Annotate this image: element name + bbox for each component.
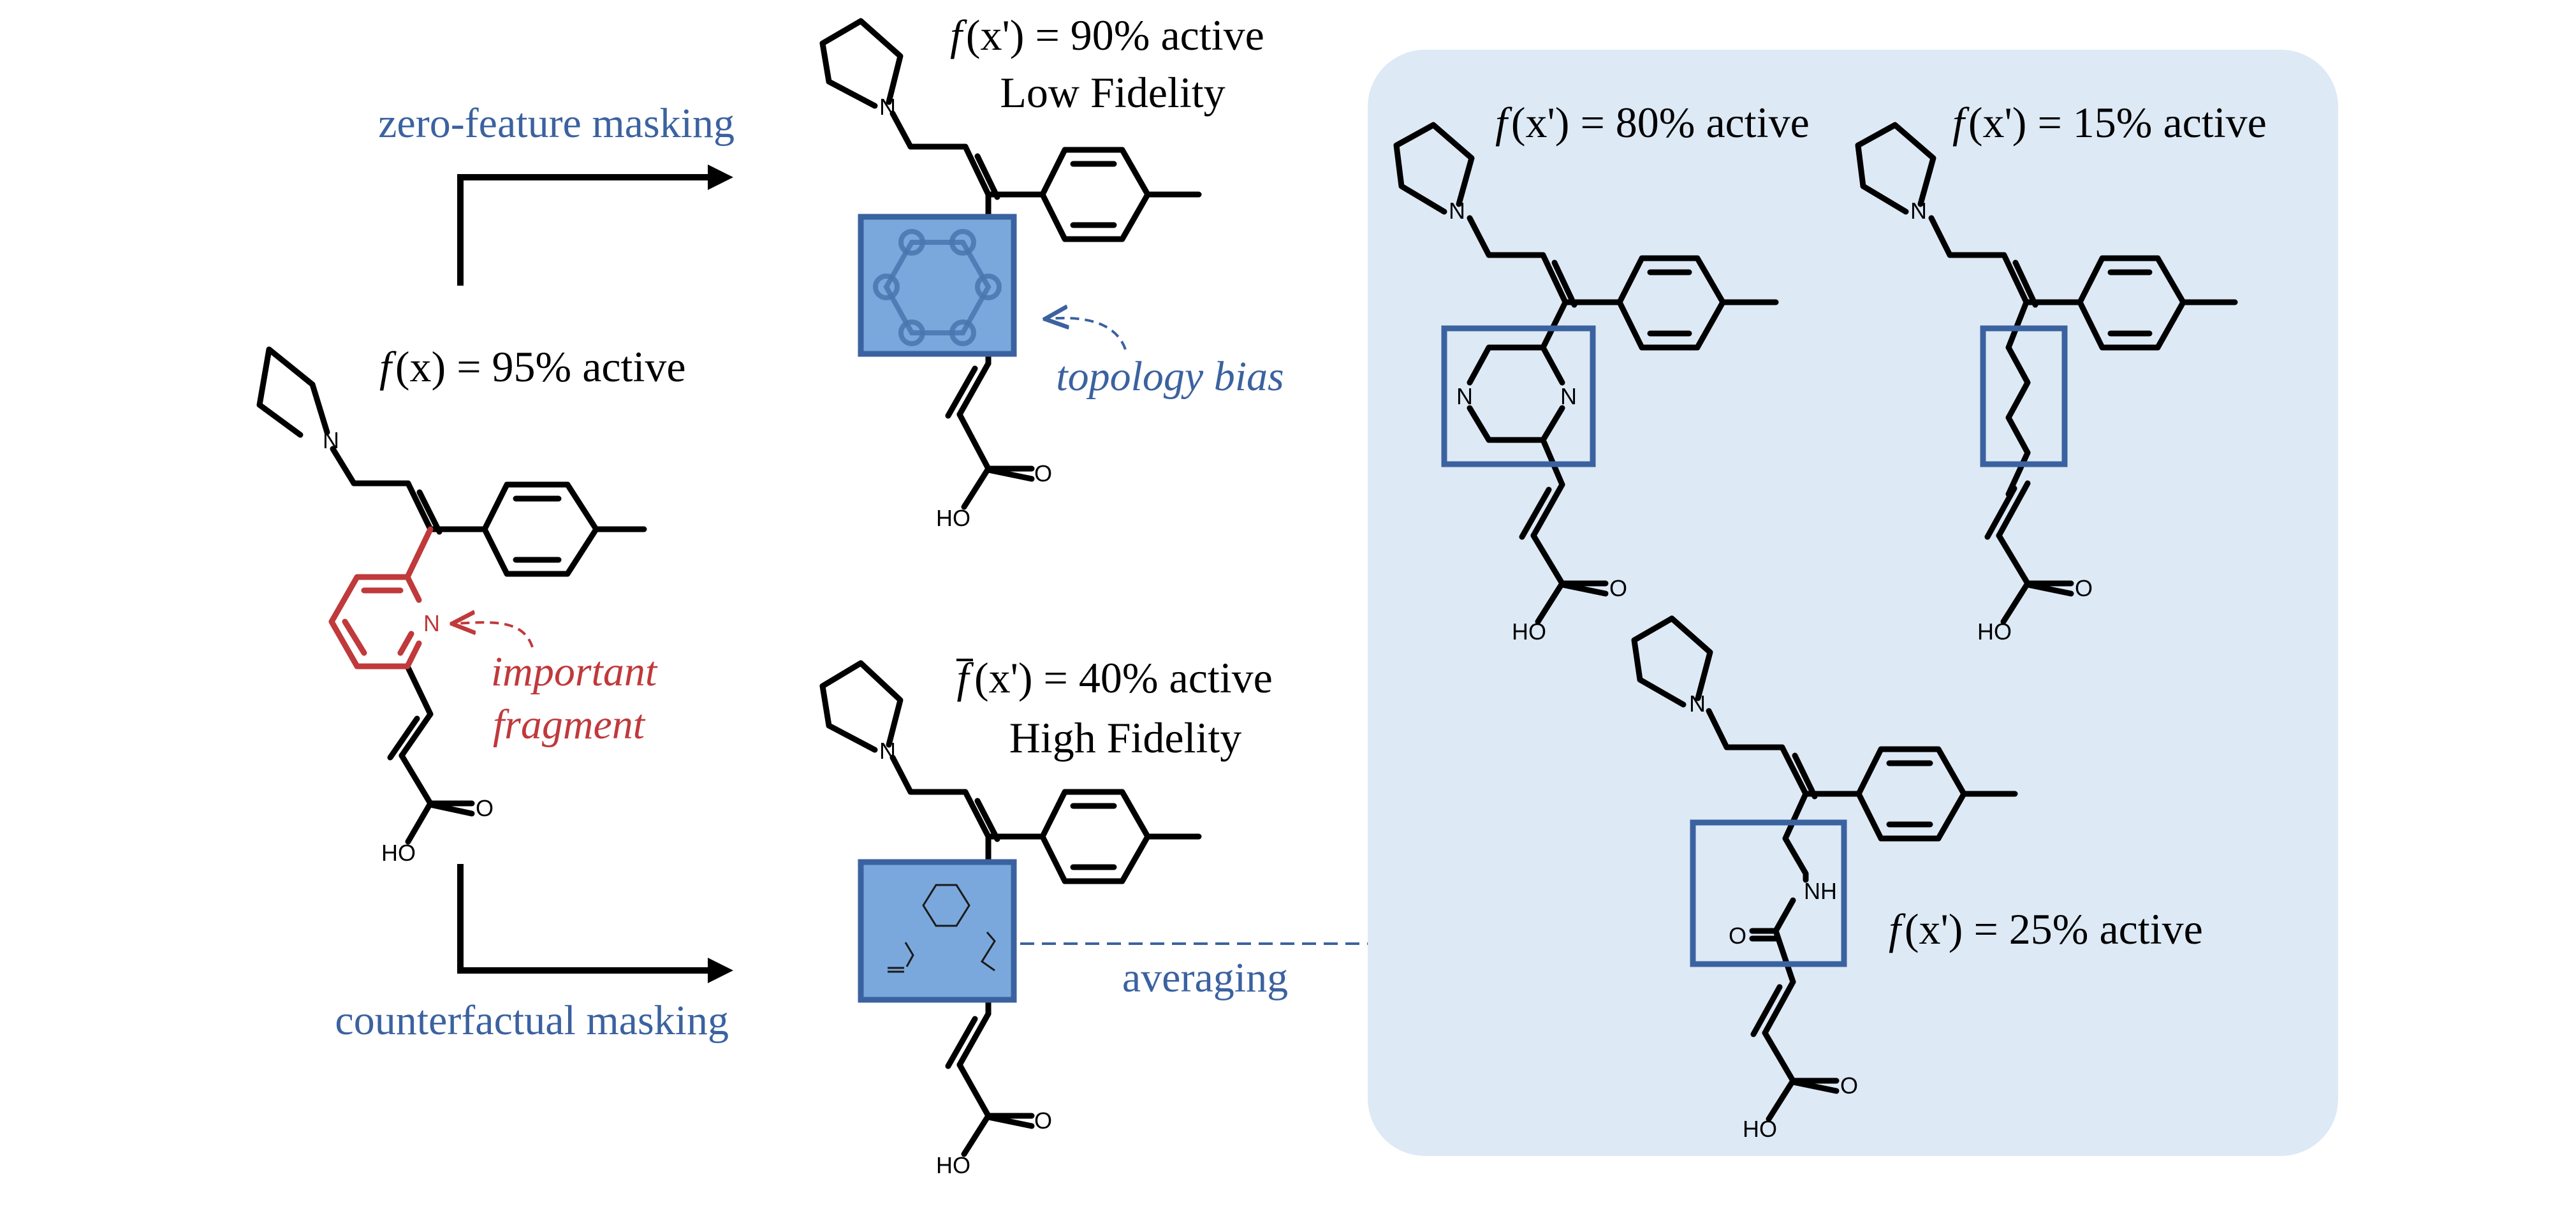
zero-feature-masking-label: zero-feature masking xyxy=(378,100,735,147)
averaging-label: averaging xyxy=(1122,955,1288,1001)
atom-ho: HO xyxy=(936,505,970,531)
atom-n: N xyxy=(323,427,339,453)
atom-ho: HO xyxy=(1743,1116,1777,1142)
atom-nh: NH xyxy=(1804,878,1837,904)
fragment-pointer-arrow xyxy=(454,622,534,648)
topology-bias-label: topology bias xyxy=(1056,353,1284,400)
atom-o: O xyxy=(1034,460,1052,486)
score-arg: (x') = 90% active xyxy=(966,11,1264,59)
atom-ho: HO xyxy=(936,1152,970,1178)
atom-n: N xyxy=(1560,383,1577,409)
zero-feature-topology xyxy=(873,229,1002,346)
atom-ho: HO xyxy=(1512,618,1546,645)
atom-n: N xyxy=(879,738,896,764)
sample-molecule-3: N NH O O HO xyxy=(1631,615,2018,1142)
sample-molecule-2: N O HO xyxy=(1855,122,2238,645)
zero-feature-arrow xyxy=(457,165,733,286)
score-prefix: f xyxy=(379,342,397,391)
atom-n: N xyxy=(1689,691,1706,717)
original-score: f(x) = 95% active xyxy=(379,342,686,391)
atom-n: N xyxy=(1456,383,1473,409)
counterfactual-fragments xyxy=(888,884,996,973)
atom-o: O xyxy=(2075,575,2093,601)
atom-o: O xyxy=(1609,575,1627,601)
fragment-label: fragment xyxy=(493,701,646,748)
sample-2-score: f(x') = 15% active xyxy=(1952,98,2267,147)
atom-n-red: N xyxy=(423,610,440,636)
score-prefix: f xyxy=(950,11,967,59)
counterfactual-masking-label: counterfactual masking xyxy=(335,997,729,1044)
high-fidelity-label: High Fidelity xyxy=(1009,713,1242,762)
counterfactual-node-box xyxy=(858,859,1017,1003)
sample-1-score: f(x') = 80% active xyxy=(1495,98,1810,147)
zero-feature-molecule: N O HO xyxy=(819,18,1202,531)
atom-o: O xyxy=(1840,1072,1858,1099)
counterfactual-arrow xyxy=(457,864,733,983)
zero-feature-score: f(x') = 90% active xyxy=(950,11,1264,59)
counterfactual-molecule: N O HO xyxy=(819,660,1202,1178)
atom-o: O xyxy=(476,795,494,821)
score-arg: (x') = 15% active xyxy=(1968,98,2267,147)
atom-n: N xyxy=(1910,198,1927,224)
counterfactual-score: f (x') = 40% active xyxy=(956,654,1273,702)
score-arg: (x) = 95% active xyxy=(395,342,686,391)
atom-n: N xyxy=(879,94,896,120)
atom-n: N xyxy=(1449,198,1465,224)
topology-bias-arrow xyxy=(1047,318,1127,350)
score-arg: (x') = 25% active xyxy=(1905,905,2203,953)
sample-1-highlight xyxy=(1441,325,1596,467)
atom-o: O xyxy=(1729,923,1746,949)
score-arg: (x') = 80% active xyxy=(1511,98,1810,147)
important-label: important xyxy=(491,648,658,695)
samples-panel xyxy=(1368,50,2338,1156)
low-fidelity-label: Low Fidelity xyxy=(1000,68,1225,117)
sample-3-score: f(x') = 25% active xyxy=(1889,905,2203,953)
original-molecule: N N O HO xyxy=(256,346,647,866)
atom-ho: HO xyxy=(1977,618,2012,645)
atom-o: O xyxy=(1034,1108,1052,1134)
atom-ho: HO xyxy=(381,840,416,866)
sample-molecule-1: N N N O HO xyxy=(1393,122,1779,645)
score-arg: (x') = 40% active xyxy=(974,654,1273,702)
sample-2-highlight xyxy=(1980,325,2068,467)
sample-3-highlight xyxy=(1690,819,1847,967)
